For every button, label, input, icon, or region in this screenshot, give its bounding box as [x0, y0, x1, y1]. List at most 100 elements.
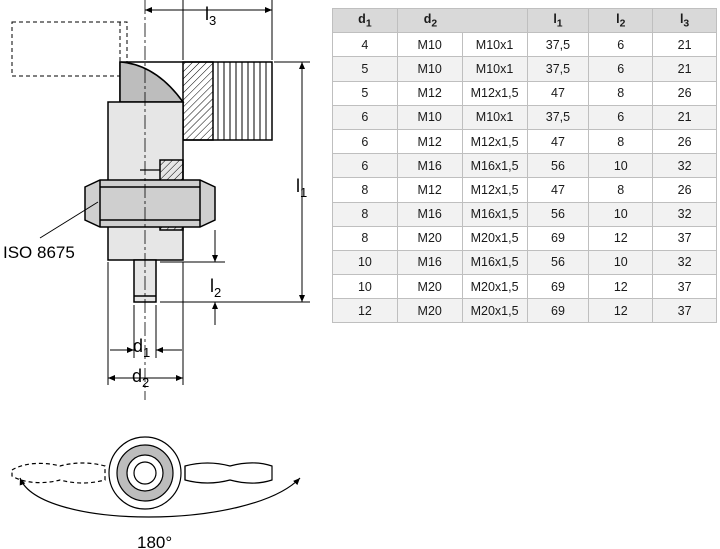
table-cell: M20 — [396, 274, 463, 300]
table-cell: 37 — [652, 274, 717, 300]
table-cell: 12 — [332, 298, 398, 324]
table-cell: 6 — [588, 32, 654, 58]
dim-d1-label: d1 — [133, 336, 150, 360]
iso-leader — [39, 201, 99, 239]
table-cell: M16 — [396, 249, 463, 276]
dim-d2-label: d2 — [132, 366, 149, 390]
table-cell: M20x1,5 — [461, 225, 528, 251]
table-cell: M12x1,5 — [461, 128, 528, 155]
rotation-angle-label: 180° — [137, 533, 172, 549]
table-cell: M20 — [396, 298, 463, 324]
table-cell: 12 — [588, 225, 654, 251]
table-cell: M12 — [396, 128, 463, 155]
table-cell: 21 — [652, 32, 717, 58]
table-cell: 37,5 — [526, 56, 590, 82]
table-cell: 10 — [588, 249, 654, 276]
table-cell: 6 — [332, 104, 398, 130]
table-cell: M16x1,5 — [461, 153, 528, 179]
table-cell: M12 — [396, 80, 463, 106]
table-cell: 26 — [652, 177, 717, 203]
table-cell: 6 — [588, 56, 654, 82]
table-cell: 37 — [652, 298, 717, 324]
table-cell: 37,5 — [526, 32, 590, 58]
table-cell: M16x1,5 — [461, 249, 528, 276]
table-cell: 47 — [526, 128, 590, 155]
top-view — [11, 436, 301, 518]
table-cell: M12x1,5 — [461, 177, 528, 203]
table-cell: 32 — [652, 249, 717, 276]
table-cell: 12 — [588, 274, 654, 300]
table-cell: 10 — [588, 153, 654, 179]
table-cell: 10 — [332, 274, 398, 300]
iso-standard-label: ISO 8675 — [3, 243, 75, 262]
dim-l1 — [160, 61, 310, 303]
table-cell: M10x1 — [461, 104, 528, 130]
dim-l1-label: l1 — [296, 176, 307, 200]
table-cell: 56 — [526, 201, 590, 227]
table-cell: 8 — [332, 177, 398, 203]
table-cell: 26 — [652, 128, 717, 155]
table-cell: 8 — [588, 80, 654, 106]
table-cell: M16 — [396, 201, 463, 227]
table-cell: 21 — [652, 104, 717, 130]
table-cell: 8 — [332, 225, 398, 251]
table-cell: 69 — [526, 274, 590, 300]
table-cell: 47 — [526, 80, 590, 106]
table-cell: 10 — [588, 201, 654, 227]
table-cell: M20 — [396, 225, 463, 251]
table-cell: M12x1,5 — [461, 80, 528, 106]
technical-drawing: l3 l1 l2 d1 d2 ISO 8675 18 — [3, 0, 310, 549]
table-cell: 5 — [332, 80, 398, 106]
table-cell: 6 — [588, 104, 654, 130]
header-l3: l3 — [652, 7, 717, 34]
dim-l3 — [145, 0, 273, 60]
retracted-handle-outline — [11, 21, 128, 77]
table-cell: M12 — [396, 177, 463, 203]
table-cell: 6 — [332, 128, 398, 155]
table-cell: 37 — [652, 225, 717, 251]
table-cell: M20x1,5 — [461, 274, 528, 300]
dim-l2 — [160, 230, 225, 325]
table-cell: 69 — [526, 225, 590, 251]
table-cell: 4 — [332, 32, 398, 58]
dim-l2-label: l2 — [210, 276, 221, 300]
table-cell: M20x1,5 — [461, 298, 528, 324]
header-d2: d2 — [396, 7, 528, 34]
table-cell: 5 — [332, 56, 398, 82]
table-cell: 12 — [588, 298, 654, 324]
table-cell: 32 — [652, 153, 717, 179]
table-cell: 8 — [588, 177, 654, 203]
table-cell: M10 — [396, 104, 463, 130]
dim-d1 — [110, 305, 182, 358]
table-cell: M10 — [396, 56, 463, 82]
table-cell: M16x1,5 — [461, 201, 528, 227]
dim-l3-label: l3 — [205, 4, 216, 28]
table-header-row: d1 d2 l1 l2 l3 — [332, 7, 717, 34]
table-cell: M10x1 — [461, 56, 528, 82]
table-cell: 56 — [526, 153, 590, 179]
table-cell: 32 — [652, 201, 717, 227]
table-cell: 56 — [526, 249, 590, 276]
dim-d2 — [107, 262, 184, 385]
table-cell: M10x1 — [461, 32, 528, 58]
table-cell: 10 — [332, 249, 398, 276]
table-cell: 8 — [332, 201, 398, 227]
hex-nut — [84, 179, 216, 228]
table-cell: 26 — [652, 80, 717, 106]
header-l1: l1 — [526, 7, 590, 34]
table-cell: 6 — [332, 153, 398, 179]
table-cell: 37,5 — [526, 104, 590, 130]
